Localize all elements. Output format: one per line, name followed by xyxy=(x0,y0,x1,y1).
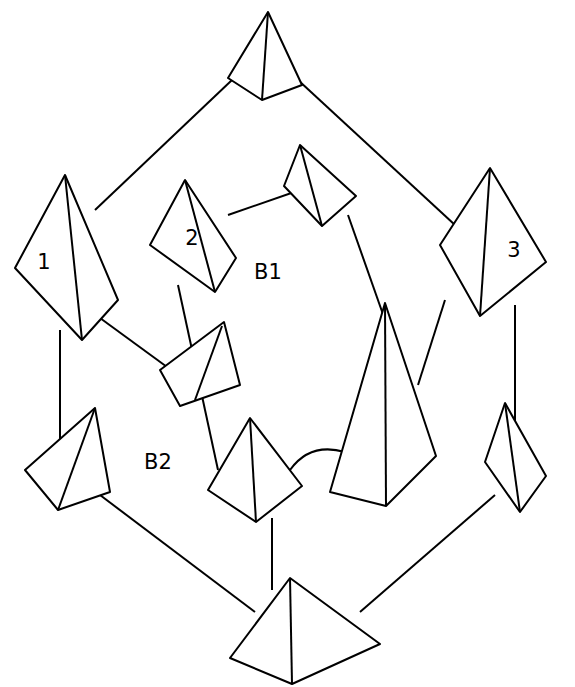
tetrahedron xyxy=(208,418,302,522)
tetrahedron xyxy=(160,322,240,406)
tetrahedron xyxy=(25,408,110,510)
tetrahedron-outline xyxy=(25,408,110,510)
tetrahedron xyxy=(330,303,436,506)
tetrahedron-edge xyxy=(480,168,490,316)
tetrahedron-outline xyxy=(208,418,302,522)
cage-label: B2 xyxy=(144,452,172,473)
tetrahedron xyxy=(230,578,380,684)
tetrahedron xyxy=(15,175,118,340)
tetrahedron-edge xyxy=(262,12,268,100)
framework-line xyxy=(348,215,385,320)
tetrahedron-edge xyxy=(58,408,95,510)
tetrahedron-outline xyxy=(330,303,436,506)
tetrahedron xyxy=(485,403,546,512)
tetrahedron-edge xyxy=(505,403,520,512)
tetrahedron xyxy=(150,180,236,292)
tetrahedron-outline xyxy=(160,322,240,406)
tetrahedron xyxy=(284,145,356,226)
site-number: 1 xyxy=(37,252,50,273)
tetrahedron xyxy=(440,168,546,316)
framework-line xyxy=(514,305,516,425)
framework-line xyxy=(418,300,445,385)
tetrahedron-edge xyxy=(195,326,222,400)
tetrahedron-edge xyxy=(185,180,215,292)
tetrahedron-outline xyxy=(284,145,356,226)
tetrahedron-outline xyxy=(150,180,236,292)
tetrahedron-outline xyxy=(440,168,546,316)
tetrahedron-edge xyxy=(65,175,82,340)
framework-line xyxy=(100,495,255,612)
tetrahedron xyxy=(228,12,302,100)
tetrahedra xyxy=(15,12,546,684)
framework-line xyxy=(228,190,300,215)
tetrahedron-edge xyxy=(385,303,386,506)
site-number: 2 xyxy=(185,228,198,249)
cage-label: B1 xyxy=(254,262,282,283)
framework-line xyxy=(360,495,495,612)
framework-lines xyxy=(60,80,515,612)
tetrahedron-outline xyxy=(15,175,118,340)
tetrahedron-edge xyxy=(300,145,322,226)
tetrahedron-outline xyxy=(230,578,380,684)
tetrahedron-edge xyxy=(290,578,292,684)
tetrahedron-outline xyxy=(485,403,546,512)
framework-line xyxy=(59,330,61,440)
tetrahedron-outline xyxy=(228,12,302,100)
framework-line xyxy=(271,518,273,590)
tetrahedron-edge xyxy=(250,418,256,522)
framework-line xyxy=(95,80,232,210)
site-number: 3 xyxy=(507,240,520,261)
